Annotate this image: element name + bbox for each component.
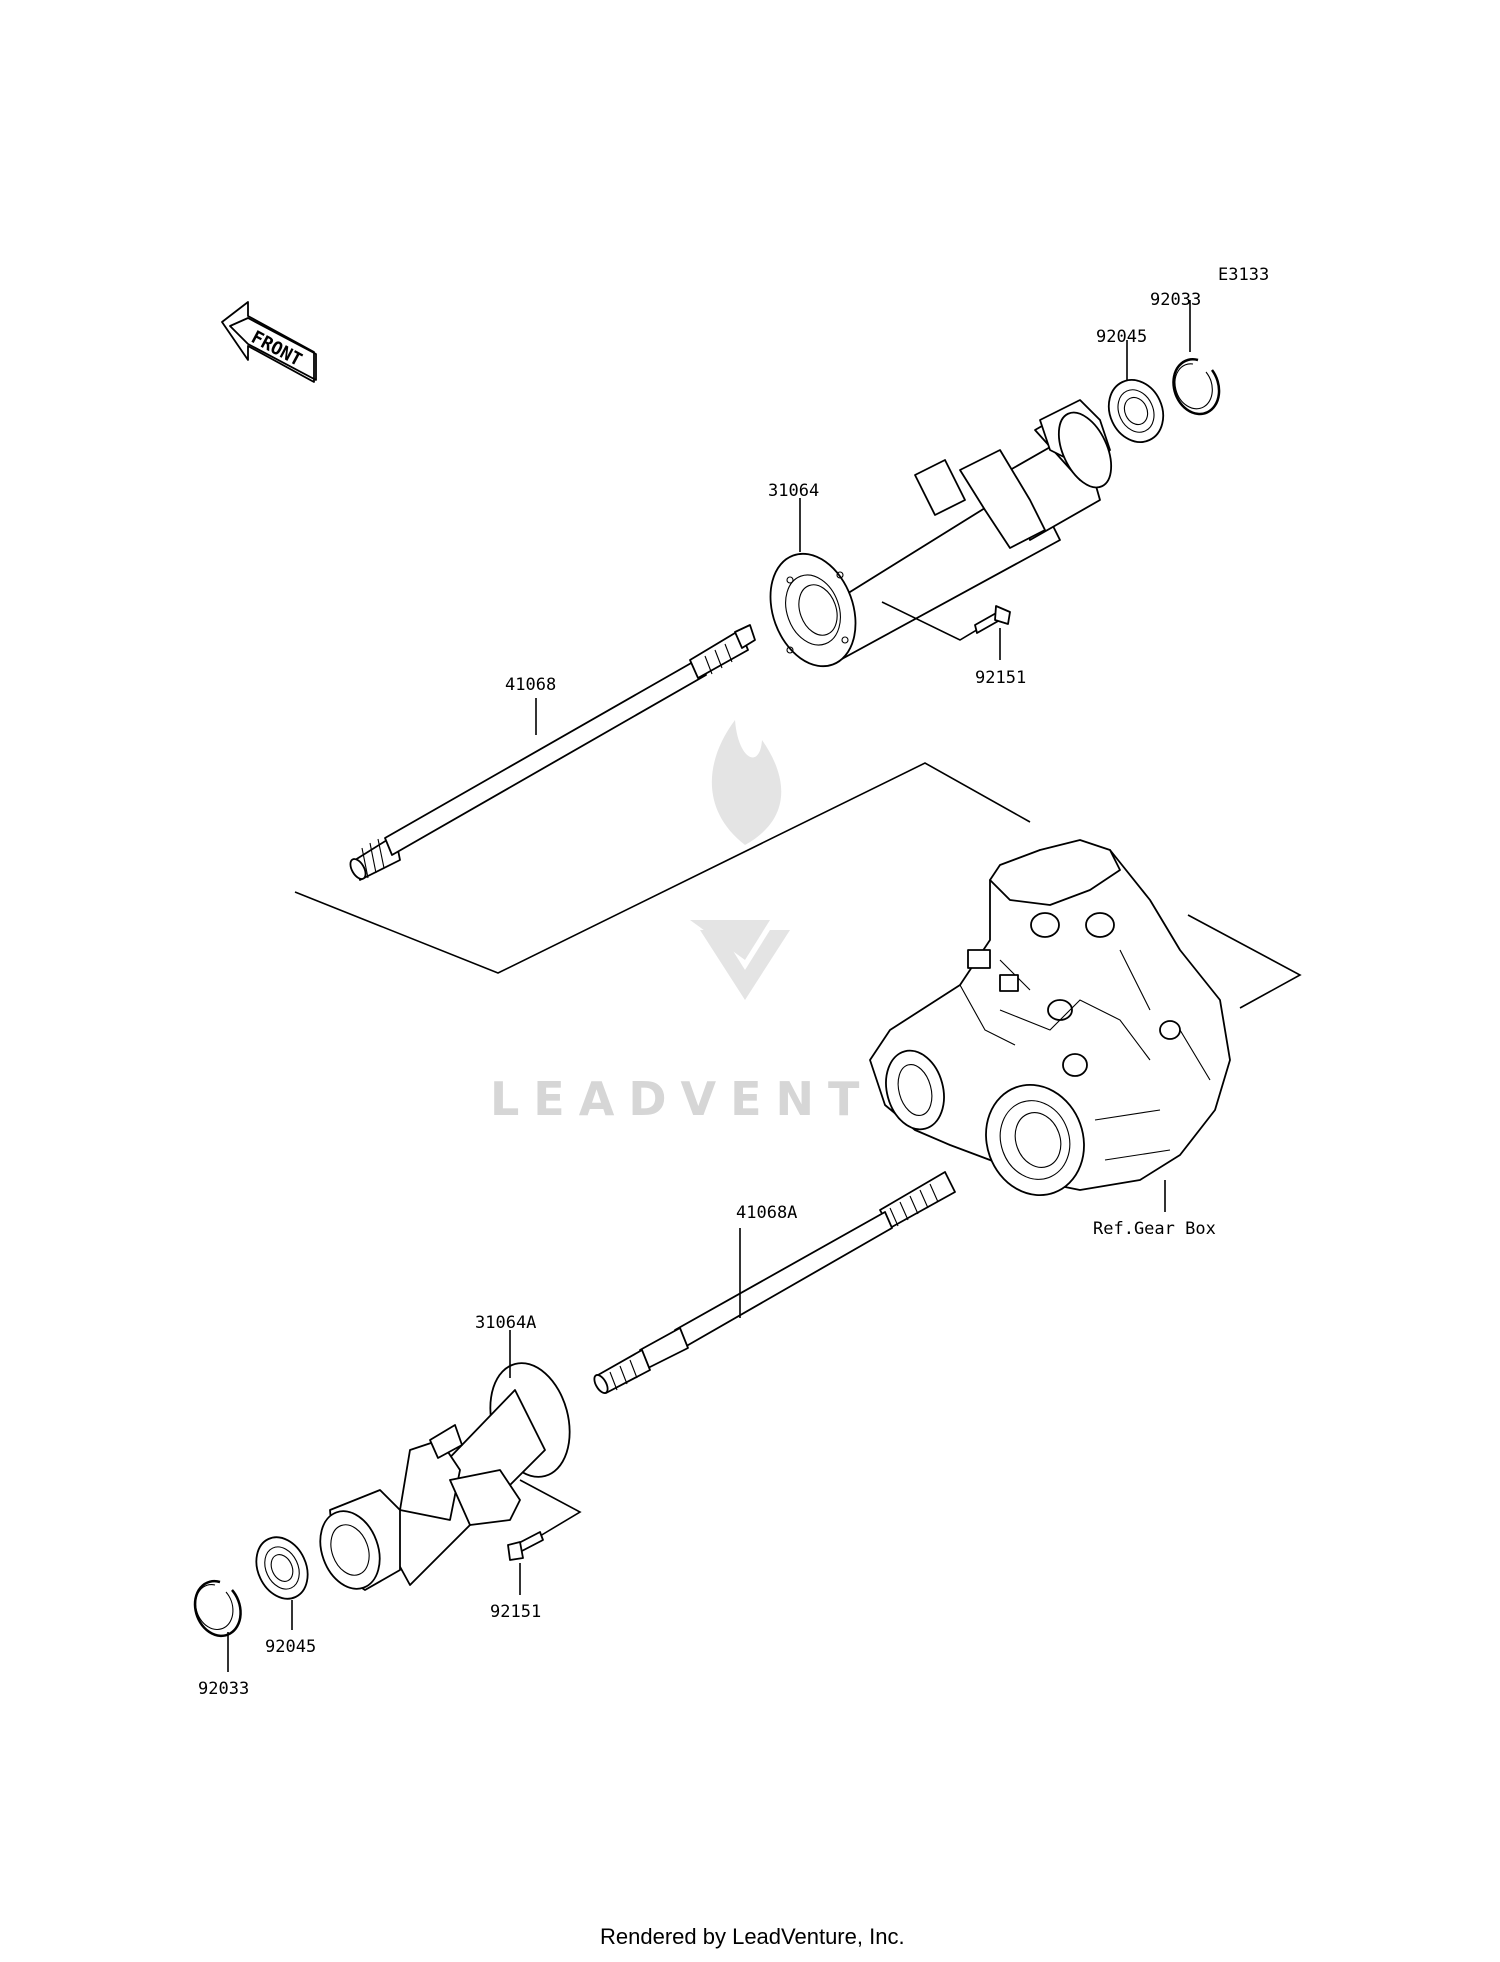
label-92033-bottom: 92033 [198, 1679, 249, 1699]
label-92033-top: 92033 [1150, 290, 1201, 310]
diagram-code: E3133 [1218, 265, 1269, 285]
bolt-92151-bottom [507, 1531, 544, 1561]
axle-housing-31064A [319, 1362, 571, 1591]
watermark: LEADVENT [490, 720, 873, 1126]
footer-text: Rendered by LeadVenture, Inc. [600, 1924, 905, 1949]
label-41068: 41068 [505, 675, 556, 695]
axle-shaft-41068A [593, 1171, 956, 1394]
label-31064: 31064 [768, 481, 819, 501]
leadventure-flame-logo-icon [690, 720, 790, 1000]
label-92151-bottom: 92151 [490, 1602, 541, 1622]
circlip-92033-top [1172, 358, 1221, 416]
circlip-92033-bottom [193, 1579, 242, 1638]
watermark-text: LEADVENT [490, 1072, 873, 1126]
axle-housing-31064 [769, 399, 1113, 668]
label-31064A: 31064A [475, 1313, 536, 1333]
front-arrow-icon: FRONT [221, 301, 317, 383]
label-92045-bottom: 92045 [265, 1637, 316, 1657]
bolt-92151-top [974, 605, 1011, 634]
bearing-92045-bottom [255, 1536, 309, 1600]
bearing-92045-top [1107, 379, 1165, 443]
label-41068A: 41068A [736, 1203, 797, 1223]
label-ref-gear-box: Ref.Gear Box [1093, 1219, 1216, 1239]
gear-box-ref [869, 839, 1231, 1197]
axle-shaft-41068 [349, 624, 756, 881]
label-92045-top: 92045 [1096, 327, 1147, 347]
label-92151-top: 92151 [975, 668, 1026, 688]
